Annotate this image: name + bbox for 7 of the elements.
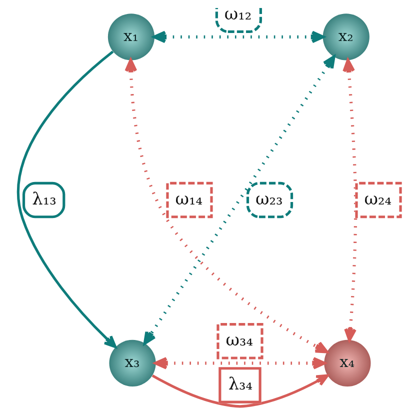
edge-label: λ₁₃ — [32, 188, 56, 208]
edge-label: λ₃₄ — [228, 374, 252, 394]
edge-label: ω₁₂ — [224, 3, 252, 24]
edge-label: ω₂₄ — [364, 188, 392, 208]
edge-label: ω₃₄ — [226, 330, 253, 350]
edge-label: ω₁₄ — [175, 188, 202, 208]
edge-label: ω₂₃ — [256, 188, 283, 208]
